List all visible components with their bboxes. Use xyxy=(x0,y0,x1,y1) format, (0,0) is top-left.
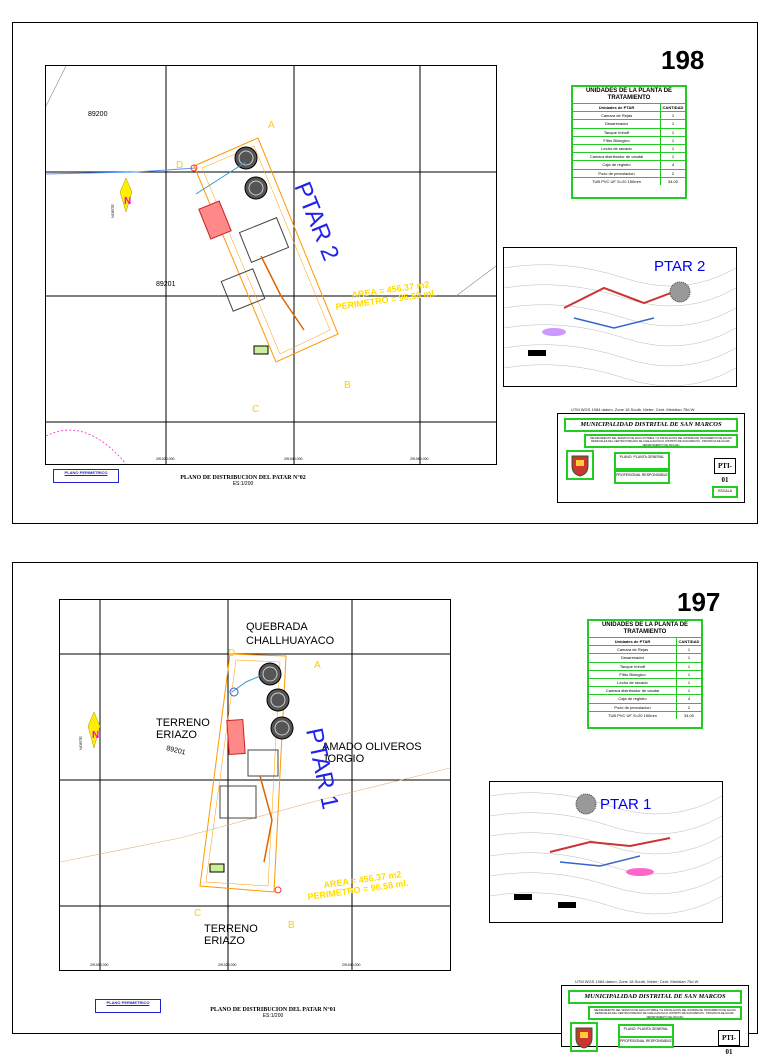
corner-b: B xyxy=(288,920,295,931)
perimeter-plan-box: PLANO PERIMETRICO xyxy=(53,469,119,483)
sheet-number: 197 xyxy=(677,587,721,617)
municipality-name: MUNICIPALIDAD DISTRITAL DE SAN MARCOS xyxy=(564,418,738,432)
svg-text:N: N xyxy=(124,196,131,207)
lot-number-mid: 89201 xyxy=(156,281,176,288)
drawing-code: PTI-01 xyxy=(714,458,736,484)
title-block: MUNICIPALIDAD DISTRITAL DE SAN MARCOS ME… xyxy=(557,413,745,503)
project-description: MEJORAMIENTO DEL SERVICIO DE AGUA POTABL… xyxy=(588,1006,742,1020)
utm-datum-note: UTM WGS 1984 datum, Zone 18 South, Meter… xyxy=(575,979,699,984)
location-ptar-label: PTAR 2 xyxy=(654,258,706,275)
units-table-title: UNIDADES DE LA PLANTA DE TRATAMIENTO xyxy=(573,87,685,104)
svg-text:N: N xyxy=(92,730,99,741)
location-map: PTAR 1 xyxy=(489,781,723,923)
professional-cell: PROFESIONAL RESPONSABLE xyxy=(618,1036,674,1048)
plan-title: PLANO DE DISTRIBUCION DEL PATAR N°02 ES:… xyxy=(163,475,323,487)
professional-cell: PROFESIONAL RESPONSABLE xyxy=(614,470,670,484)
municipality-logo xyxy=(566,450,594,480)
svg-text:291020.000: 291020.000 xyxy=(156,457,175,461)
corner-a: A xyxy=(314,660,321,671)
corner-d: D xyxy=(228,648,235,659)
label-owner-2: JORGIO xyxy=(322,753,365,765)
site-plan-ptar-2: 89200 89201 A B C D PTAR 2 AREA = 456.37… xyxy=(45,65,497,465)
units-table-title: UNIDADES DE LA PLANTA DE TRATAMIENTO xyxy=(589,621,701,638)
label-quebrada: QUEBRADA xyxy=(246,621,308,633)
corner-b: B xyxy=(344,380,351,391)
project-description: MEJORAMIENTO DEL SERVICIO DE AGUA POTABL… xyxy=(584,434,738,448)
drawing-sheet-198: 198 xyxy=(12,22,758,524)
location-ptar-label: PTAR 1 xyxy=(600,796,652,813)
plan-scale: ES:1/200 xyxy=(262,1013,284,1019)
title-block: MUNICIPALIDAD DISTRITAL DE SAN MARCOS ME… xyxy=(561,985,749,1056)
corner-c: C xyxy=(252,404,259,415)
municipality-name: MUNICIPALIDAD DISTRITAL DE SAN MARCOS xyxy=(568,990,742,1004)
label-eriazo-1: ERIAZO xyxy=(156,729,197,741)
perimeter-plan-box: PLANO PERIMETRICO xyxy=(95,999,161,1013)
north-label: NORTE xyxy=(110,204,115,218)
drawing-code: PTI-01 xyxy=(718,1030,740,1056)
scale-cell: ESCALA xyxy=(712,486,738,498)
svg-text:291040.000: 291040.000 xyxy=(342,963,361,967)
location-map: PTAR 2 xyxy=(503,247,737,387)
plan-title: PLANO DE DISTRIBUCION DEL PATAR N°01 ES:… xyxy=(193,1007,353,1019)
plan-cell: PLANO: PLANTA GENERAL xyxy=(614,452,670,470)
label-terreno-2: TERRENO xyxy=(204,923,258,935)
lot-number-top: 89200 xyxy=(88,111,108,118)
lot-number: 89201 xyxy=(166,745,187,757)
plan-scale: ES:1/200 xyxy=(232,481,254,487)
utm-datum-note: UTM WGS 1984 datum, Zone 18 South, Meter… xyxy=(571,407,695,412)
treatment-units-table: UNIDADES DE LA PLANTA DE TRATAMIENTO Uni… xyxy=(587,619,703,729)
label-terreno-1: TERRENO xyxy=(156,717,210,729)
north-label: NORTE xyxy=(78,736,83,750)
ptar-label: PTAR 2 xyxy=(288,178,344,264)
svg-text:291040.000: 291040.000 xyxy=(284,457,303,461)
svg-text:291000.000: 291000.000 xyxy=(90,963,109,967)
label-eriazo-2: ERIAZO xyxy=(204,935,245,947)
treatment-units-table: UNIDADES DE LA PLANTA DE TRATAMIENTO Uni… xyxy=(571,85,687,199)
svg-text:291060.000: 291060.000 xyxy=(410,457,429,461)
label-owner-1: AMADO OLIVEROS xyxy=(322,741,422,753)
corner-a: A xyxy=(268,120,275,131)
svg-text:291020.000: 291020.000 xyxy=(218,963,237,967)
sheet-number: 198 xyxy=(661,45,705,75)
drawing-sheet-197: 197 xyxy=(12,562,758,1056)
corner-d: D xyxy=(176,160,183,171)
label-challhuayaco: CHALLHUAYACO xyxy=(246,635,335,647)
municipality-logo xyxy=(570,1022,598,1052)
ptar-label: PTAR 1 xyxy=(300,726,344,812)
corner-c: C xyxy=(194,908,201,919)
site-plan-ptar-1: QUEBRADA CHALLHUAYACO TERRENO ERIAZO 892… xyxy=(59,599,451,971)
